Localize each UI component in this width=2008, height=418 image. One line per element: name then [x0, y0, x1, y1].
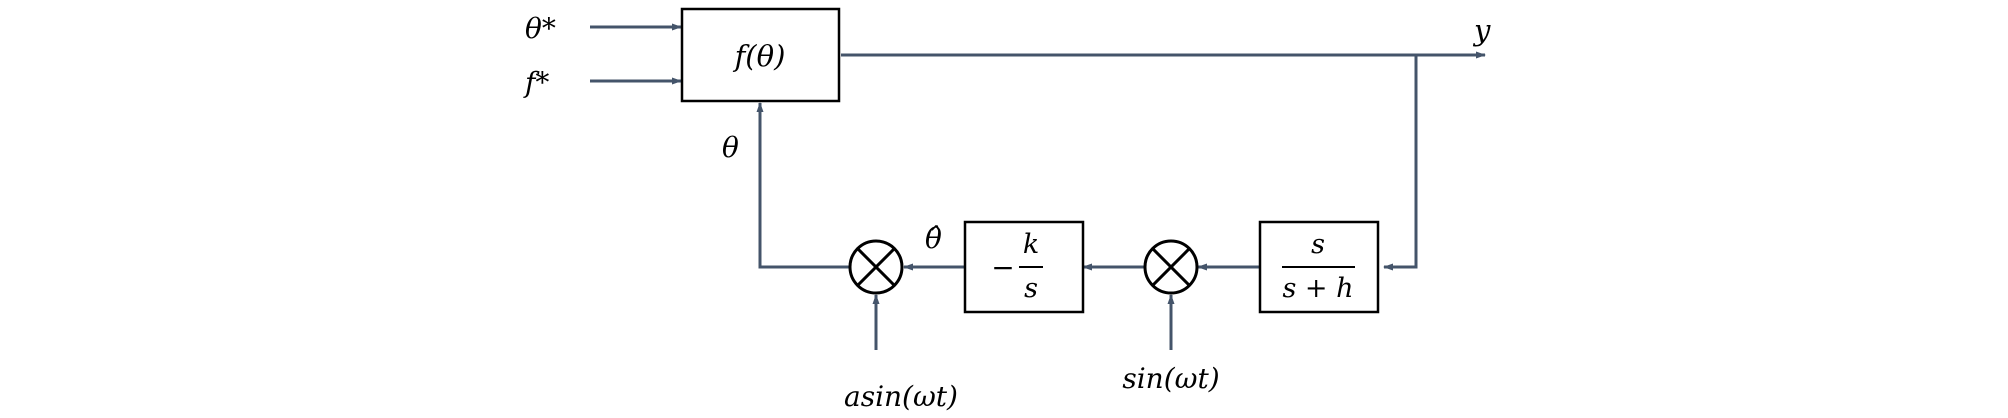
output-feedback-wire [1383, 55, 1418, 271]
plant-block-frame [680, 7, 841, 103]
dither-signal-label: asin(ωt) [844, 380, 958, 413]
highpass-numerator: s [1311, 229, 1325, 260]
f-star-label: f* [523, 66, 549, 99]
plant-block-label: f(θ) [733, 39, 786, 73]
integrator-numerator: k [1023, 229, 1039, 260]
integrator-denominator: s [1024, 273, 1038, 304]
dither-multiplier [848, 239, 904, 295]
highpass-denominator: s + h [1282, 273, 1353, 304]
integrator-sign: − [991, 251, 1014, 284]
output-y-label: y [1472, 13, 1491, 47]
integrator-block: − k s [963, 220, 1085, 314]
plant-block: f(θ) [680, 7, 841, 103]
theta-star-label: θ* [525, 12, 556, 45]
signal-labels: θ* f* y θ θ̂ sin(ωt) asin(ωt) [523, 12, 1491, 413]
theta-hat-label: θ̂ [925, 222, 942, 255]
highpass-filter-block: s s + h [1258, 220, 1380, 314]
demod-signal-label: sin(ωt) [1122, 362, 1219, 395]
theta-feedback-wire [756, 102, 849, 269]
signal-wires [590, 23, 1486, 350]
theta-feedback-label: θ [722, 131, 739, 164]
dither-multiplier-cross-b [856, 247, 896, 287]
demodulation-multiplier-cross-b [1151, 247, 1191, 287]
demodulation-multiplier [1143, 239, 1199, 295]
